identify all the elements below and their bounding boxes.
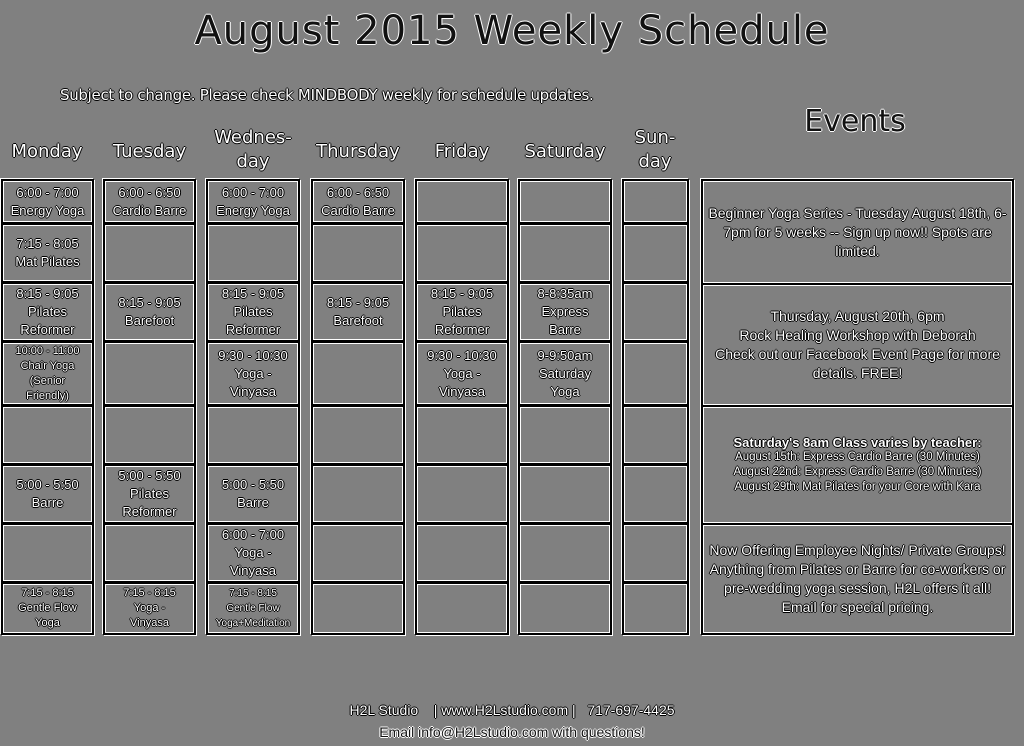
class-slot: 8:15 - 9:05 Pilates Reformer <box>417 284 507 343</box>
class-slot <box>520 225 610 284</box>
class-slot <box>624 525 687 584</box>
class-slot <box>105 343 194 407</box>
class-slot <box>520 525 610 584</box>
schedule-disclaimer: Subject to change. Please check MINDBODY… <box>60 86 594 104</box>
class-slot <box>624 584 687 633</box>
event-heading: Saturday's 8am Class varies by teacher: <box>733 435 982 450</box>
column-wednesday: 6:00 - 7:00 Energy Yoga 8:15 - 9:05 Pila… <box>206 179 300 635</box>
event-beginner-yoga: Beginner Yoga Series - Tuesday August 18… <box>703 181 1012 285</box>
class-slot: 6:00 - 7:00 Energy Yoga <box>208 181 298 225</box>
class-slot <box>624 343 687 407</box>
class-slot <box>3 407 92 466</box>
class-slot <box>417 584 507 633</box>
class-slot <box>313 525 403 584</box>
class-slot <box>313 584 403 633</box>
day-header-friday: Friday <box>434 141 490 162</box>
class-slot: 7:15 - 8:05 Mat Pilates <box>3 225 92 284</box>
class-slot <box>313 343 403 407</box>
class-slot <box>520 181 610 225</box>
class-slot <box>624 181 687 225</box>
class-slot: 9-9:50am Saturday Yoga <box>520 343 610 407</box>
class-slot: 7:15 - 8:15 Yoga - Vinyasa <box>105 584 194 633</box>
class-slot: 7:15 - 8:15 Gentle Flow Yoga <box>3 584 92 633</box>
class-slot: 6:00 - 6:50 Cardio Barre <box>313 181 403 225</box>
class-slot <box>105 407 194 466</box>
column-sunday <box>622 179 689 635</box>
event-text: Thursday, August 20th, 6pm Rock Healing … <box>715 308 1000 381</box>
event-rock-healing: Thursday, August 20th, 6pm Rock Healing … <box>703 285 1012 407</box>
page-title: August 2015 Weekly Schedule <box>194 8 830 54</box>
event-text: Now Offering Employee Nights/ Private Gr… <box>709 542 1006 615</box>
footer-contact: H2L Studio | www.H2Lstudio.com | 717-697… <box>349 702 675 718</box>
events-title: Events <box>804 104 906 139</box>
class-slot: 5:00 - 5:50 Barre <box>3 466 92 525</box>
class-slot <box>313 466 403 525</box>
column-tuesday: 6:00 - 6:50 Cardio Barre 8:15 - 9:05 Bar… <box>103 179 196 635</box>
class-slot <box>417 407 507 466</box>
event-employee-nights: Now Offering Employee Nights/ Private Gr… <box>703 525 1012 633</box>
class-slot: 6:00 - 6:50 Cardio Barre <box>105 181 194 225</box>
class-slot <box>624 407 687 466</box>
class-slot <box>624 466 687 525</box>
class-slot: 7:15 - 8:15 Gentle Flow Yoga+Meditation <box>208 584 298 633</box>
class-slot: 9:30 - 10:30 Yoga - Vinyasa <box>417 343 507 407</box>
day-header-thursday: Thursday <box>316 141 400 162</box>
column-saturday: 8-8:35am Express Barre 9-9:50am Saturday… <box>518 179 612 635</box>
events-panel: Beginner Yoga Series - Tuesday August 18… <box>701 179 1014 635</box>
class-slot: 5:00 - 5:50 Pilates Reformer <box>105 466 194 525</box>
event-saturday-class: Saturday's 8am Class varies by teacher: … <box>703 407 1012 525</box>
class-slot <box>105 225 194 284</box>
day-header-monday: Monday <box>11 141 83 162</box>
class-slot: 8:15 - 9:05 Barefoot <box>313 284 403 343</box>
class-slot: 10:00 - 11:00 Chair Yoga (Senior Friendl… <box>3 343 92 407</box>
class-slot <box>417 525 507 584</box>
day-header-tuesday: Tuesday <box>112 141 187 162</box>
column-thursday: 6:00 - 6:50 Cardio Barre 8:15 - 9:05 Bar… <box>311 179 405 635</box>
class-slot: 8:15 - 9:05 Pilates Reformer <box>208 284 298 343</box>
class-slot: 8:15 - 9:05 Pilates Reformer <box>3 284 92 343</box>
day-header-wednesday: Wednes- day <box>214 127 292 172</box>
class-slot: 5:00 - 5:50 Barre <box>208 466 298 525</box>
class-slot <box>105 525 194 584</box>
event-text: August 15th: Express Cardio Barre (30 Mi… <box>733 451 982 493</box>
class-slot: 6:00 - 7:00 Energy Yoga <box>3 181 92 225</box>
class-slot <box>417 181 507 225</box>
class-slot <box>313 225 403 284</box>
day-header-saturday: Saturday <box>524 141 606 162</box>
class-slot <box>520 584 610 633</box>
class-slot: 8-8:35am Express Barre <box>520 284 610 343</box>
column-friday: 8:15 - 9:05 Pilates Reformer 9:30 - 10:3… <box>415 179 509 635</box>
class-slot <box>624 225 687 284</box>
column-monday: 6:00 - 7:00 Energy Yoga 7:15 - 8:05 Mat … <box>1 179 94 635</box>
class-slot <box>520 466 610 525</box>
class-slot: 8:15 - 9:05 Barefoot <box>105 284 194 343</box>
class-slot <box>3 525 92 584</box>
class-slot <box>417 225 507 284</box>
class-slot <box>313 407 403 466</box>
class-slot: 6:00 - 7:00 Yoga - Vinyasa <box>208 525 298 584</box>
class-slot: 9:30 - 10:30 Yoga - Vinyasa <box>208 343 298 407</box>
class-slot <box>208 225 298 284</box>
event-text: Beginner Yoga Series - Tuesday August 18… <box>708 204 1007 259</box>
footer-email: Email info@H2Lstudio.com with questions! <box>379 724 645 740</box>
class-slot <box>624 284 687 343</box>
class-slot <box>520 407 610 466</box>
class-slot <box>417 466 507 525</box>
class-slot <box>208 407 298 466</box>
day-header-sunday: Sun- day <box>634 127 676 172</box>
